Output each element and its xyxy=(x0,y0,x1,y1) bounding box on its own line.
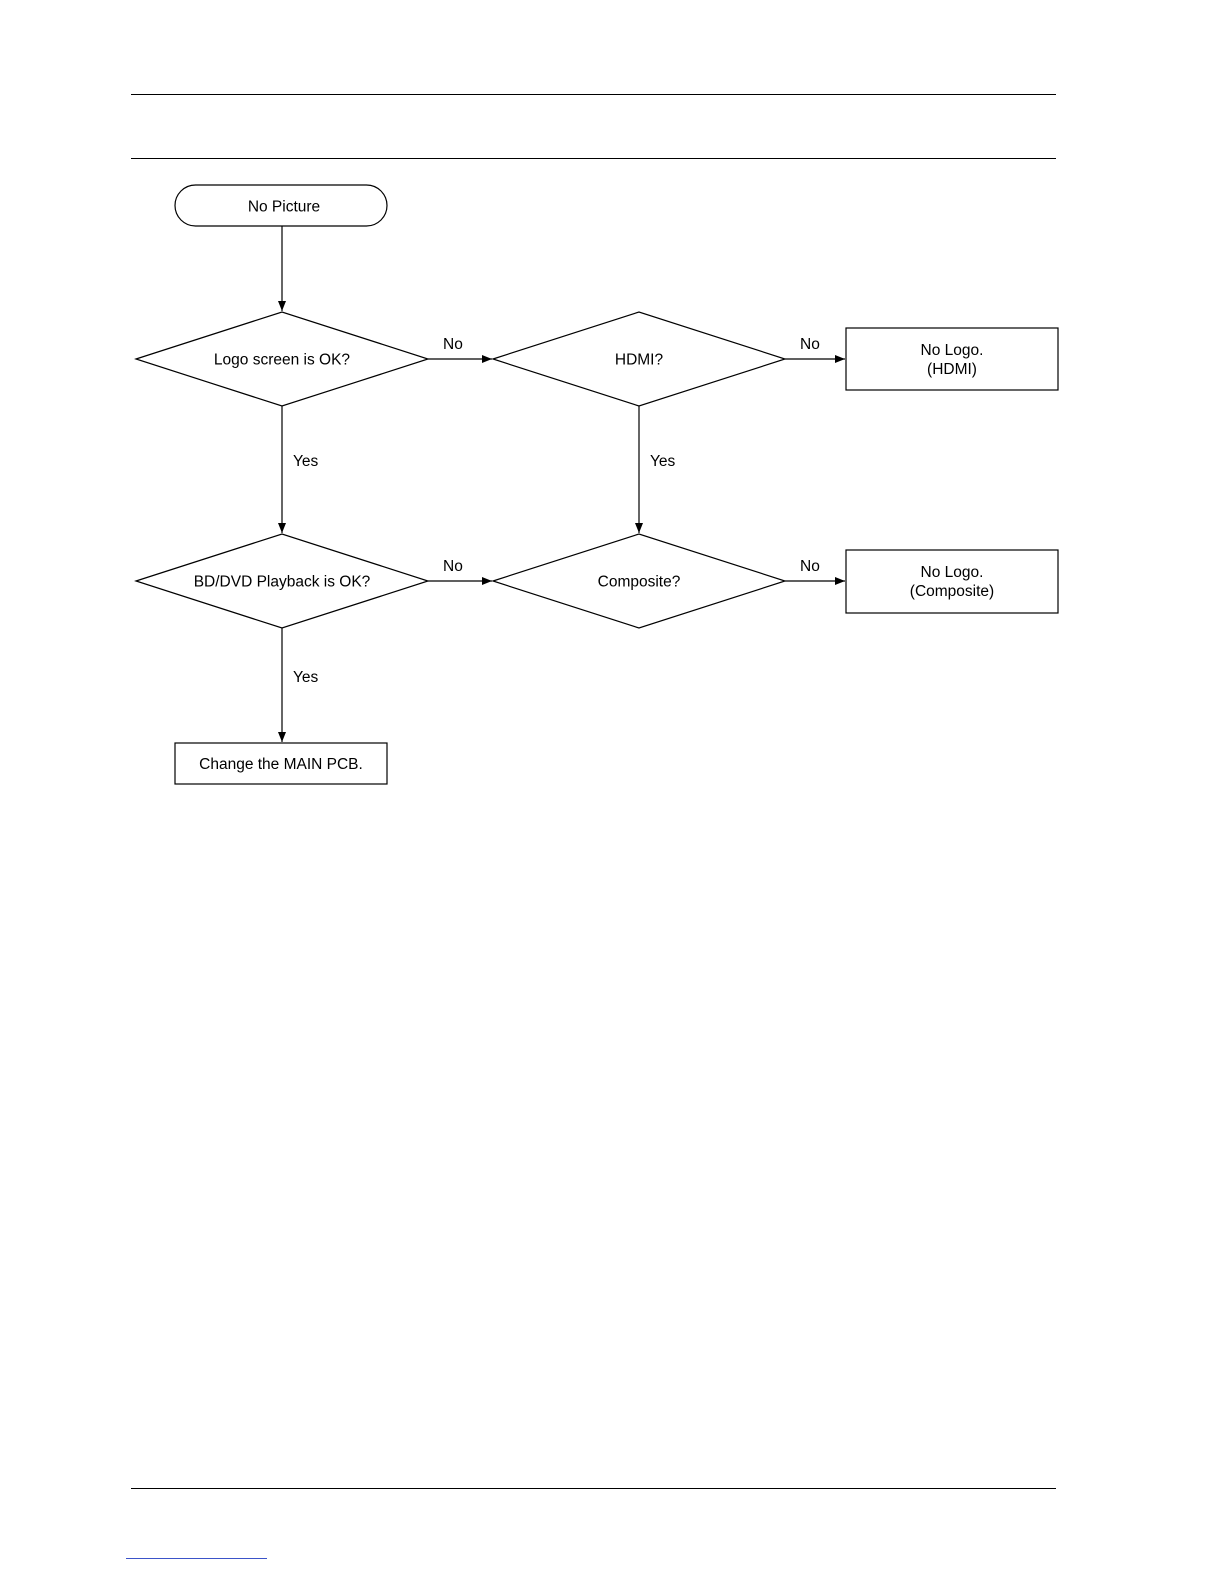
decision-composite: Composite? xyxy=(493,534,785,628)
edge-label-hdmi-no: No xyxy=(800,336,820,353)
edge-label-logo-screen-no: No xyxy=(443,336,463,353)
decision-bd-dvd-playback-label: BD/DVD Playback is OK? xyxy=(194,574,371,591)
edge-label-hdmi-yes: Yes xyxy=(650,453,676,470)
decision-composite-label: Composite? xyxy=(598,574,681,591)
process-no-logo-hdmi: No Logo. (HDMI) xyxy=(846,328,1058,390)
decision-hdmi-label: HDMI? xyxy=(615,352,664,369)
process-no-logo-hdmi-shape xyxy=(846,328,1058,390)
decision-bd-dvd-playback: BD/DVD Playback is OK? xyxy=(136,534,428,628)
decision-hdmi: HDMI? xyxy=(493,312,785,406)
edge-label-bd-dvd-yes: Yes xyxy=(293,669,319,686)
edge-label-bd-dvd-no: No xyxy=(443,558,463,575)
start-node: No Picture xyxy=(175,185,387,226)
edge-label-logo-screen-yes: Yes xyxy=(293,453,319,470)
process-no-logo-composite-shape xyxy=(846,550,1058,613)
edge-label-composite-no: No xyxy=(800,558,820,575)
process-no-logo-composite-line-1: No Logo. xyxy=(921,564,984,581)
process-no-logo-hdmi-line-2: (HDMI) xyxy=(927,361,977,378)
process-no-logo-composite-line-2: (Composite) xyxy=(910,583,994,600)
process-no-logo-composite: No Logo. (Composite) xyxy=(846,550,1058,613)
start-node-label: No Picture xyxy=(248,199,320,216)
process-no-logo-hdmi-line-1: No Logo. xyxy=(921,342,984,359)
decision-logo-screen: Logo screen is OK? xyxy=(136,312,428,406)
process-change-main-pcb-label: Change the MAIN PCB. xyxy=(199,756,363,773)
decision-logo-screen-label: Logo screen is OK? xyxy=(214,352,351,369)
process-change-main-pcb: Change the MAIN PCB. xyxy=(175,743,387,784)
